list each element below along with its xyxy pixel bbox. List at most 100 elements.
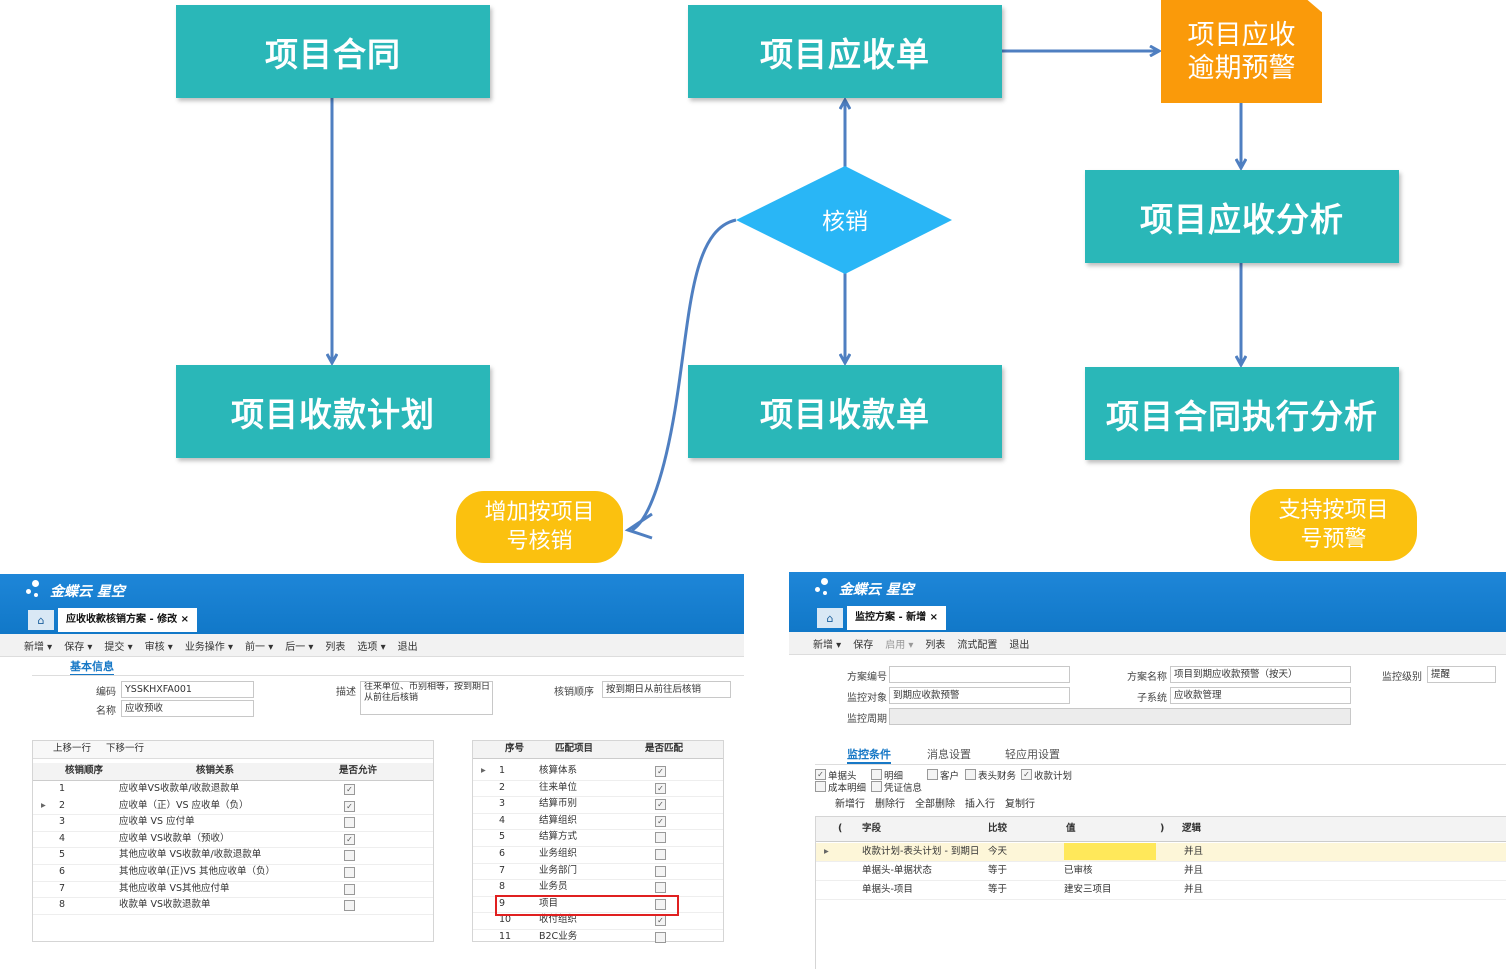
table-row[interactable]: ▸收款计划-表头计划 - 到期日今天并且 — [816, 843, 1506, 862]
checkbox[interactable] — [927, 769, 938, 780]
target-field[interactable]: 到期应收款预警 — [889, 687, 1070, 704]
checkbox[interactable] — [871, 769, 882, 780]
checkbox[interactable] — [815, 769, 826, 780]
entity-check[interactable]: 收款计划 — [1021, 768, 1072, 782]
entity-check[interactable]: 凭证信息 — [871, 780, 922, 794]
code-field[interactable]: YSSKHXFA001 — [121, 681, 254, 698]
allowed-checkbox[interactable] — [344, 784, 355, 795]
name-field[interactable]: 应收预收 — [121, 700, 254, 717]
toolbar-options[interactable]: 选项 ▾ — [357, 641, 386, 653]
add-row-button[interactable]: 新增行 — [835, 799, 865, 810]
toolbar-prev[interactable]: 前一 ▾ — [245, 641, 274, 653]
allowed-checkbox[interactable] — [344, 800, 355, 812]
tab-basic-info[interactable]: 基本信息 — [70, 658, 114, 676]
entity-check[interactable]: 单据头 — [815, 768, 857, 782]
close-icon[interactable]: × — [180, 614, 189, 625]
toolbar-save[interactable]: 保存 — [853, 639, 874, 651]
toolbar-next[interactable]: 后一 ▾ — [285, 641, 314, 653]
toolbar-new[interactable]: 新增 ▾ — [813, 639, 842, 651]
subsystem-field[interactable]: 应收款管理 — [1170, 687, 1351, 704]
match-checkbox[interactable] — [655, 932, 666, 943]
entity-check[interactable]: 成本明细 — [815, 780, 866, 794]
table-row[interactable]: 单据头-项目等于建安三项目并且 — [816, 881, 1506, 900]
tab-writeoff-scheme[interactable]: 应收收款核销方案 - 修改 × — [58, 608, 197, 632]
entity-check[interactable]: 客户 — [927, 768, 959, 782]
close-icon[interactable]: × — [929, 612, 938, 623]
toolbar-exit[interactable]: 退出 — [1009, 639, 1030, 651]
match-checkbox[interactable] — [655, 832, 666, 844]
checkbox[interactable] — [815, 781, 826, 792]
toolbar-enable[interactable]: 启用 ▾ — [885, 639, 914, 651]
toolbar-flow-config[interactable]: 流式配置 — [957, 639, 998, 651]
desc-field[interactable]: 往来单位、币别相等，按到期日从前往后核销 — [360, 681, 493, 715]
match-checkbox[interactable] — [655, 915, 666, 927]
level-select[interactable]: 提醒 — [1427, 666, 1496, 683]
entity-check[interactable]: 表头财务 — [965, 768, 1016, 782]
tab-monitor-scheme[interactable]: 监控方案 - 新增 × — [847, 606, 946, 630]
match-checkbox[interactable] — [655, 865, 666, 877]
checkbox[interactable] — [965, 769, 976, 780]
allowed-checkbox[interactable] — [344, 817, 355, 829]
right-brand: 金蝶云 星空 — [813, 578, 914, 600]
allowed-checkbox[interactable] — [344, 900, 355, 912]
match-checkbox[interactable] — [655, 782, 666, 794]
match-checkbox[interactable] — [655, 799, 666, 811]
toolbar-submit[interactable]: 提交 ▾ — [104, 641, 133, 653]
move-up-button[interactable]: 上移一行 — [53, 743, 92, 754]
scheme-no-field[interactable] — [889, 666, 1070, 683]
insert-row-button[interactable]: 插入行 — [965, 799, 995, 810]
match-checkbox[interactable] — [655, 849, 666, 860]
toolbar-list[interactable]: 列表 — [925, 639, 946, 651]
toolbar-list[interactable]: 列表 — [325, 641, 346, 653]
checkbox[interactable] — [1021, 769, 1032, 780]
order-select[interactable]: 按到期日从前往后核销 — [602, 681, 731, 698]
match-checkbox[interactable] — [655, 815, 666, 827]
home-tab-icon[interactable]: ⌂ — [28, 610, 54, 630]
delete-all-button[interactable]: 全部删除 — [915, 799, 955, 810]
period-field[interactable] — [889, 708, 1351, 725]
allowed-checkbox[interactable] — [344, 850, 355, 862]
cond-value[interactable]: 建安三项目 — [1064, 884, 1112, 895]
move-down-button[interactable]: 下移一行 — [106, 743, 145, 754]
toolbar-audit[interactable]: 审核 ▾ — [144, 641, 173, 653]
cond-value[interactable] — [1064, 843, 1156, 860]
allowed-checkbox[interactable] — [344, 883, 355, 895]
home-tab-icon[interactable]: ⌂ — [817, 608, 843, 628]
table-row[interactable]: 单据头-单据状态等于已审核并且 — [816, 862, 1506, 881]
match-checkbox[interactable] — [655, 882, 666, 894]
allowed-checkbox[interactable] — [344, 833, 355, 845]
tab-message-settings[interactable]: 消息设置 — [927, 748, 971, 761]
entity-check[interactable]: 明细 — [871, 768, 903, 782]
tab-light-app-settings[interactable]: 轻应用设置 — [1005, 748, 1060, 761]
toolbar-exit[interactable]: 退出 — [397, 641, 418, 653]
toolbar-save[interactable]: 保存 ▾ — [64, 641, 93, 653]
delete-row-button[interactable]: 删除行 — [875, 799, 905, 810]
checkbox[interactable] — [871, 781, 882, 792]
cond-value[interactable]: 已审核 — [1064, 865, 1093, 876]
match-checkbox[interactable] — [655, 898, 666, 910]
tab-monitor-conditions[interactable]: 监控条件 — [847, 746, 891, 764]
toolbar-business[interactable]: 业务操作 ▾ — [184, 641, 234, 653]
copy-row-button[interactable]: 复制行 — [1005, 799, 1035, 810]
scheme-name-field[interactable]: 项目到期应收款预警（按天） — [1170, 666, 1351, 683]
allowed-checkbox[interactable] — [344, 867, 355, 878]
match-checkbox[interactable] — [655, 766, 666, 777]
toolbar-new[interactable]: 新增 ▾ — [24, 641, 53, 653]
